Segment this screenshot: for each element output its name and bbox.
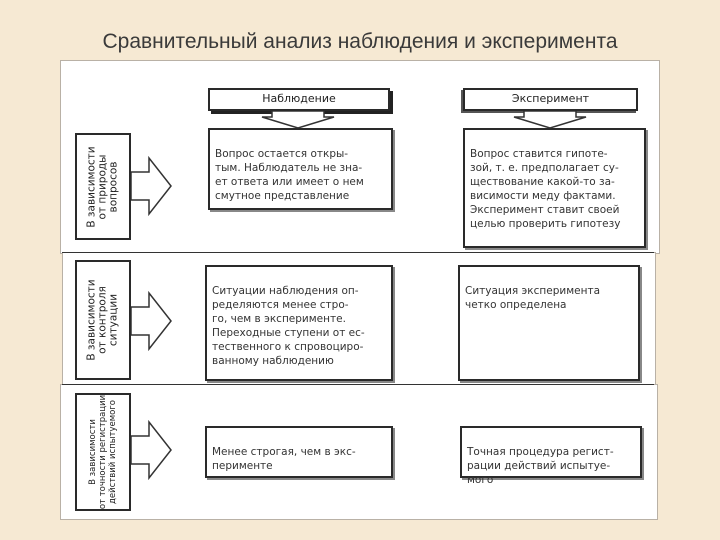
row-label-text: В зависимости от точности регистрации де… [88,394,118,510]
row2-experiment-text: Ситуация эксперимента четко определена [465,285,601,311]
row3-experiment-text: Точная процедура регист- рации действий … [467,446,614,486]
row3-right-arrow [131,420,172,480]
row3-observation-text: Менее строгая, чем в экс- перименте [212,446,356,472]
row1-experiment-cell: Вопрос ставится гипоте- зой, т. е. предп… [463,128,646,248]
experiment-down-arrow [513,111,587,129]
row-label-situation-control: В зависимости от контроля ситуации [75,260,131,380]
row3-observation-cell: Менее строгая, чем в экс- перименте [205,426,393,478]
row1-observation-text: Вопрос остается откры- тым. Наблюдатель … [215,148,364,202]
observation-down-arrow [261,111,335,129]
observation-header-label: Наблюдение [262,92,336,105]
row-label-text: В зависимости от контроля ситуации [85,279,120,361]
row2-experiment-cell: Ситуация эксперимента четко определена [458,265,640,381]
row-label-text: В зависимости от природы вопросов [85,145,120,228]
row2-observation-text: Ситуации наблюдения оп- ределяются менее… [212,285,365,367]
row2-observation-cell: Ситуации наблюдения оп- ределяются менее… [205,265,393,381]
experiment-header: Эксперимент [463,88,638,111]
row2-right-arrow [131,291,172,351]
row-label-nature-of-questions: В зависимости от природы вопросов [75,133,131,240]
row-divider-2 [62,384,654,385]
observation-header: Наблюдение [208,88,390,111]
row-label-registration-accuracy: В зависимости от точности регистрации де… [75,393,131,511]
slide-title: Сравнительный анализ наблюдения и экспер… [102,30,618,53]
row1-experiment-text: Вопрос ставится гипоте- зой, т. е. предп… [470,148,621,230]
experiment-header-label: Эксперимент [511,92,590,105]
row1-observation-cell: Вопрос остается откры- тым. Наблюдатель … [208,128,393,210]
row1-right-arrow [131,156,172,216]
row3-experiment-cell: Точная процедура регист- рации действий … [460,426,642,486]
row-divider-1 [62,252,654,253]
